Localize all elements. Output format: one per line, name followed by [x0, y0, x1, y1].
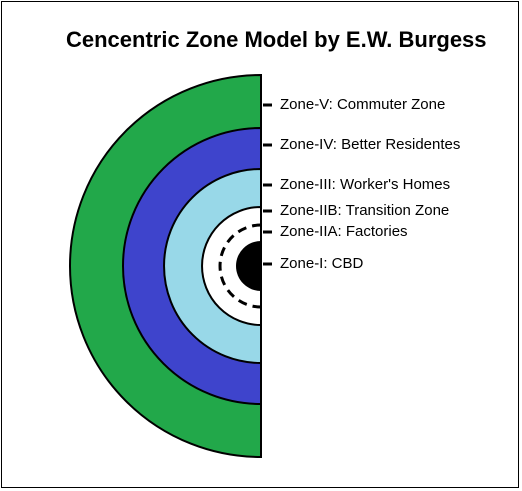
zone-iia-ring	[201, 205, 262, 327]
zone-iii-label: Zone-III: Worker's Homes	[280, 176, 451, 193]
zone-iib-label: Zone-IIB: Transition Zone	[280, 202, 450, 219]
zone-i-label: Zone-I: CBD	[280, 255, 364, 272]
diagram-title: Cencentric Zone Model by E.W. Burgess	[66, 27, 487, 52]
zone-iia-label: Zone-IIA: Factories	[280, 223, 408, 240]
zone-i-core	[236, 241, 261, 291]
zone-iib-dashed-boundary	[218, 223, 262, 309]
zone-iv-label: Zone-IV: Better Residentes	[280, 136, 461, 153]
zone-v-label: Zone-V: Commuter Zone	[280, 96, 446, 113]
